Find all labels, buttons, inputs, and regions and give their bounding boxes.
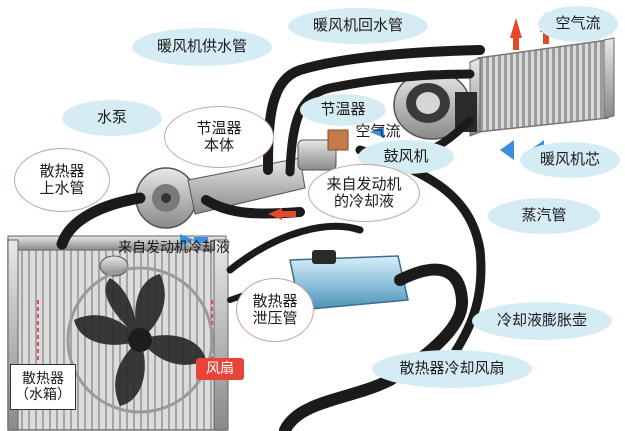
label-from-engine-coolant-right: 来自发动机 的冷却液 [308,164,420,222]
label-from-engine-coolant-left: 来自发动机冷却液 [118,239,230,256]
label-thermostat: 节温器 [300,94,386,126]
label-radiator-upper-hose: 散热器 上水管 [14,148,110,212]
label-radiator-relief-pipe: 散热器 泄压管 [236,278,314,342]
label-heater-return-pipe: 暖风机回水管 [288,8,428,44]
label-air-flow-mid: 空气流 [355,122,401,141]
label-air-flow-top: 空气流 [538,6,618,42]
label-steam-pipe: 蒸汽管 [488,198,600,234]
label-heater-supply-pipe: 暖风机供水管 [132,28,272,66]
label-radiator-tank: 散热器 （水箱） [10,364,76,410]
label-radiator-cooling-fan: 散热器冷却风扇 [372,350,532,388]
label-heater-core: 暖风机芯 [520,142,620,178]
heater-core [469,37,615,137]
water-pump-assembly [135,129,349,229]
blower-motor [393,70,477,140]
label-thermostat-body: 节温器 本体 [164,106,274,168]
cooling-fan [66,266,214,414]
label-fan: 风扇 [196,358,244,380]
label-water-pump: 水泵 [62,100,162,136]
label-expansion-tank: 冷却液膨胀壶 [472,302,612,340]
